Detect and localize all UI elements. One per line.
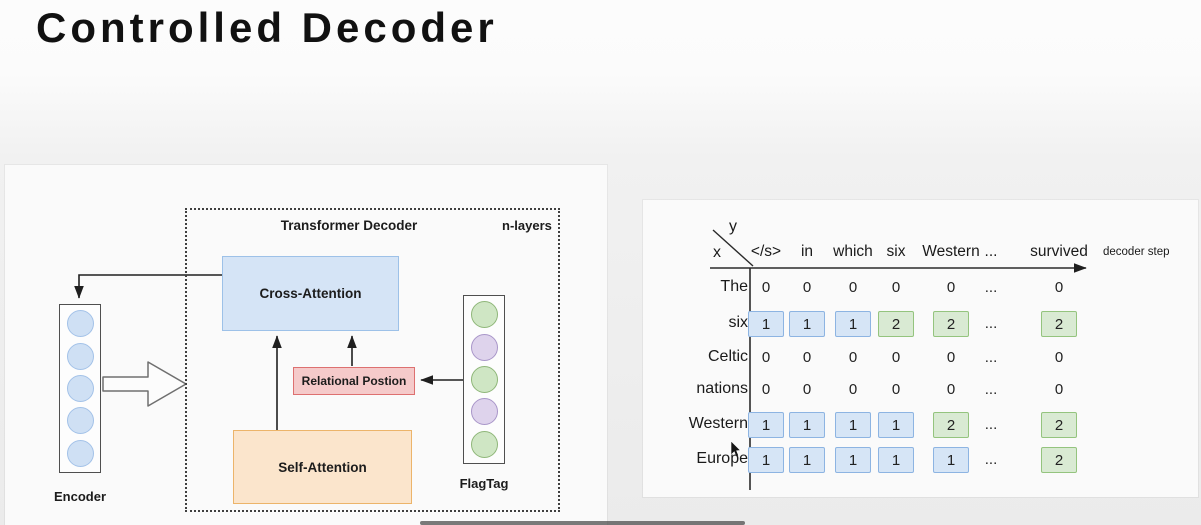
block-arrow-icon: [102, 361, 187, 407]
row-label: Western: [688, 415, 748, 432]
matrix-cell: 0: [802, 349, 812, 366]
column-header: six: [886, 243, 906, 260]
matrix-cell: 0: [946, 349, 956, 366]
transformer-decoder-label: Transformer Decoder: [280, 218, 418, 233]
matrix-cell: 1: [835, 412, 871, 438]
blue-circle-icon: [66, 407, 94, 435]
matrix-cell: 1: [878, 447, 914, 473]
matrix-cell: 0: [1054, 349, 1064, 366]
matrix-cell: 0: [891, 381, 901, 398]
relational-position-block: Relational Postion: [293, 367, 415, 395]
matrix-cell: 0: [848, 279, 858, 296]
architecture-panel: Transformer Decoder n-layers Cross-Atten…: [5, 165, 607, 525]
matrix-cell: 0: [761, 381, 771, 398]
blue-circle-icon: [66, 342, 94, 370]
matrix-cell: ...: [984, 451, 998, 468]
matrix-cell: 0: [891, 279, 901, 296]
matrix-cell: 0: [946, 381, 956, 398]
matrix-cell: 1: [748, 412, 784, 438]
matrix-cell: 0: [891, 349, 901, 366]
matrix-cell: 0: [802, 279, 812, 296]
row-label: The: [720, 278, 748, 295]
matrix-cell: 2: [1041, 311, 1077, 337]
matrix-cell: 0: [761, 349, 771, 366]
row-label: Celtic: [707, 348, 748, 365]
purple-circle-icon: [470, 398, 498, 426]
matrix-cell: 0: [848, 349, 858, 366]
matrix-cell: 0: [1054, 381, 1064, 398]
blue-circle-icon: [66, 439, 94, 467]
encoder-label: Encoder: [53, 489, 106, 504]
matrix-cell: ...: [984, 381, 998, 398]
matrix-cell: 2: [1041, 447, 1077, 473]
row-label: nations: [696, 380, 748, 397]
transformer-decoder-box: [185, 208, 560, 512]
green-circle-icon: [470, 430, 498, 458]
column-header: survived: [1030, 243, 1088, 260]
matrix-cell: 1: [748, 447, 784, 473]
matrix-cell: 0: [761, 279, 771, 296]
column-header: in: [800, 243, 814, 260]
matrix-cell: 1: [789, 311, 825, 337]
matrix-cell: 0: [848, 381, 858, 398]
matrix-cell: 0: [946, 279, 956, 296]
matrix-cell: ...: [984, 349, 998, 366]
cross-attention-block: Cross-Attention: [222, 256, 399, 331]
green-circle-icon: [470, 301, 498, 329]
row-label: six: [728, 314, 748, 331]
self-attention-block: Self-Attention: [233, 430, 412, 504]
blue-circle-icon: [66, 374, 94, 402]
column-header: ...: [984, 243, 998, 260]
flagtag-vector: [463, 295, 505, 464]
column-header: which: [833, 243, 873, 260]
row-label: Europe: [696, 450, 748, 467]
matrix-cell: 2: [1041, 412, 1077, 438]
matrix-cell: 1: [835, 311, 871, 337]
matrix-cell: 0: [1054, 279, 1064, 296]
flagtag-label: FlagTag: [459, 476, 509, 491]
page-title: Controlled Decoder: [36, 4, 498, 51]
x-axis-label: x: [713, 244, 721, 261]
matrix-cell: ...: [984, 279, 998, 296]
decoder-step-label: decoder step: [1103, 246, 1170, 258]
blue-circle-icon: [66, 310, 94, 338]
matrix-cell: 1: [789, 447, 825, 473]
matrix-cell: 1: [878, 412, 914, 438]
matrix-cell: 0: [802, 381, 812, 398]
matrix-cell: 1: [933, 447, 969, 473]
purple-circle-icon: [470, 333, 498, 361]
column-header: </s>: [750, 243, 782, 260]
matrix-cell: 2: [933, 311, 969, 337]
n-layers-label: n-layers: [502, 218, 552, 233]
matrix-cell: 1: [835, 447, 871, 473]
encoder-vector: [59, 304, 101, 473]
column-header: Western: [922, 243, 980, 260]
matrix-cell: ...: [984, 416, 998, 433]
y-axis-label: y: [729, 218, 737, 235]
matrix-cell: ...: [984, 315, 998, 332]
matrix-cell: 2: [933, 412, 969, 438]
green-circle-icon: [470, 365, 498, 393]
matrix-cell: 2: [878, 311, 914, 337]
matrix-cell: 1: [789, 412, 825, 438]
bottom-bar: [420, 521, 745, 525]
matrix-cell: 1: [748, 311, 784, 337]
